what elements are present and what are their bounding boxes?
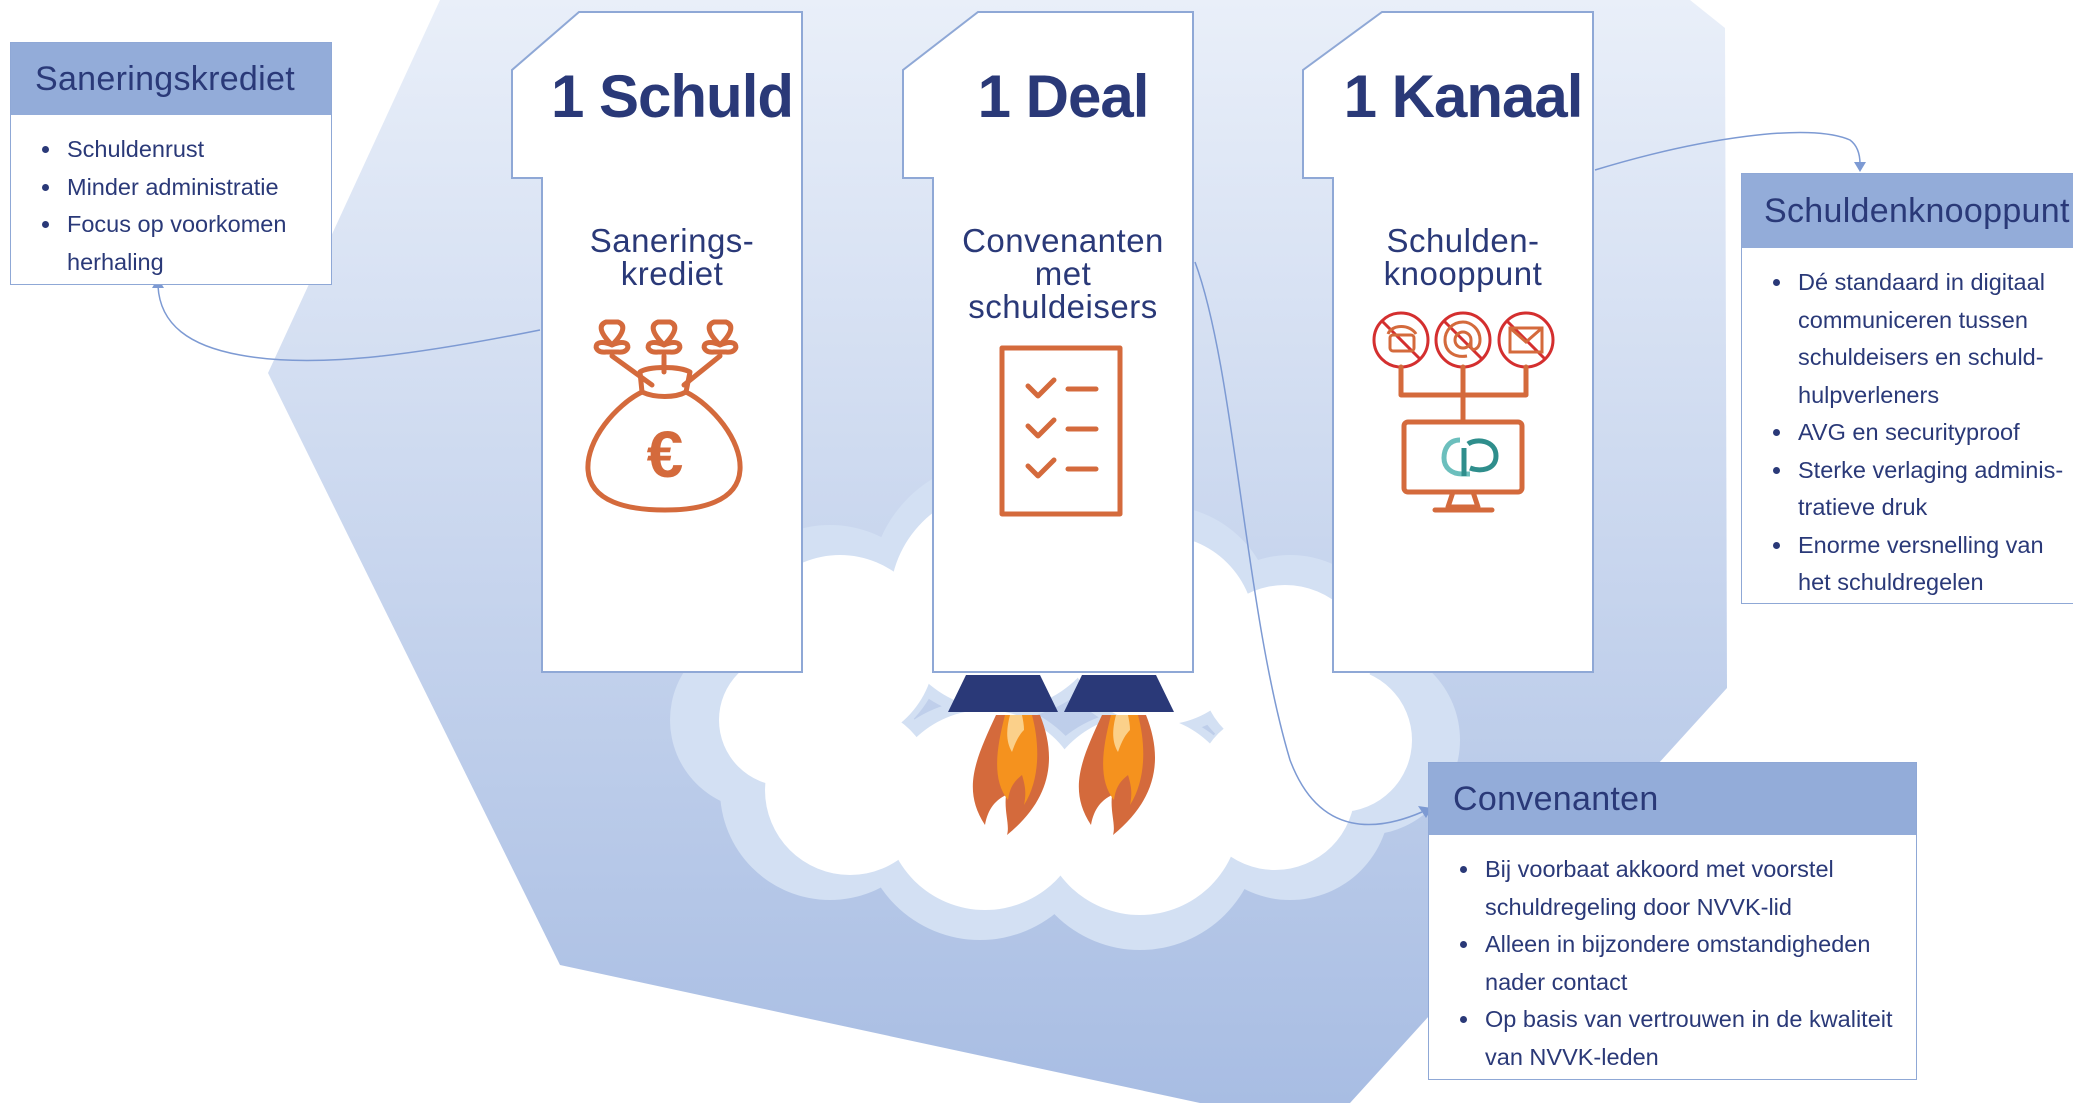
pillar-1-number: 1 Schuld xyxy=(550,63,794,130)
saneringskrediet-box-list: Schuldenrust Minder administratie Focus … xyxy=(11,115,331,293)
saneringskrediet-box-title: Saneringskrediet xyxy=(11,43,331,115)
pillar-1-label: Sanerings- krediet xyxy=(589,222,755,292)
list-item: Schuldenrust xyxy=(63,131,311,169)
list-item: Focus op voorkomen herhaling xyxy=(63,206,311,281)
schuldenknooppunt-box-title: Schuldenknooppunt xyxy=(1742,174,2073,248)
list-item: Bij voorbaat akkoord met voorstel schuld… xyxy=(1481,851,1896,926)
pillar-3-number: 1 Kanaal xyxy=(1343,63,1584,130)
pillar-3-shape xyxy=(1302,11,1594,673)
convenanten-box-title: Convenanten xyxy=(1429,763,1916,835)
list-item: Dé standaard in digitaal communiceren tu… xyxy=(1794,264,2067,414)
money-bag-icon xyxy=(585,319,743,513)
euro-symbol: € xyxy=(647,417,684,491)
pillar-2-number: 1 Deal xyxy=(977,63,1150,130)
rocket-engines xyxy=(948,675,1174,835)
schuldenknooppunt-box-list: Dé standaard in digitaal communiceren tu… xyxy=(1742,248,2073,614)
list-item: Sterke verlaging adminis-tratieve druk xyxy=(1794,452,2067,527)
list-item: Enorme versnelling van het schuldregelen xyxy=(1794,527,2067,602)
pillar-3-label: Schulden- knooppunt xyxy=(1383,222,1543,292)
list-item: AVG en securityproof xyxy=(1794,414,2067,452)
digital-channel-icon xyxy=(1372,311,1555,513)
schuldenknooppunt-box: Schuldenknooppunt Dé standaard in digita… xyxy=(1741,173,2073,604)
saneringskrediet-box: Saneringskrediet Schuldenrust Minder adm… xyxy=(10,42,332,285)
list-item: Minder administratie xyxy=(63,169,311,207)
connector-arrows xyxy=(157,131,1861,826)
convenanten-box: Convenanten Bij voorbaat akkoord met voo… xyxy=(1428,762,1917,1080)
list-item: Op basis van vertrouwen in de kwaliteit … xyxy=(1481,1001,1896,1076)
list-item: Alleen in bijzondere omstandigheden nade… xyxy=(1481,926,1896,1001)
pillar-2-label: Convenanten met schuldeisers xyxy=(962,222,1164,325)
convenanten-box-list: Bij voorbaat akkoord met voorstel schuld… xyxy=(1429,835,1916,1088)
checklist-icon xyxy=(999,345,1123,517)
